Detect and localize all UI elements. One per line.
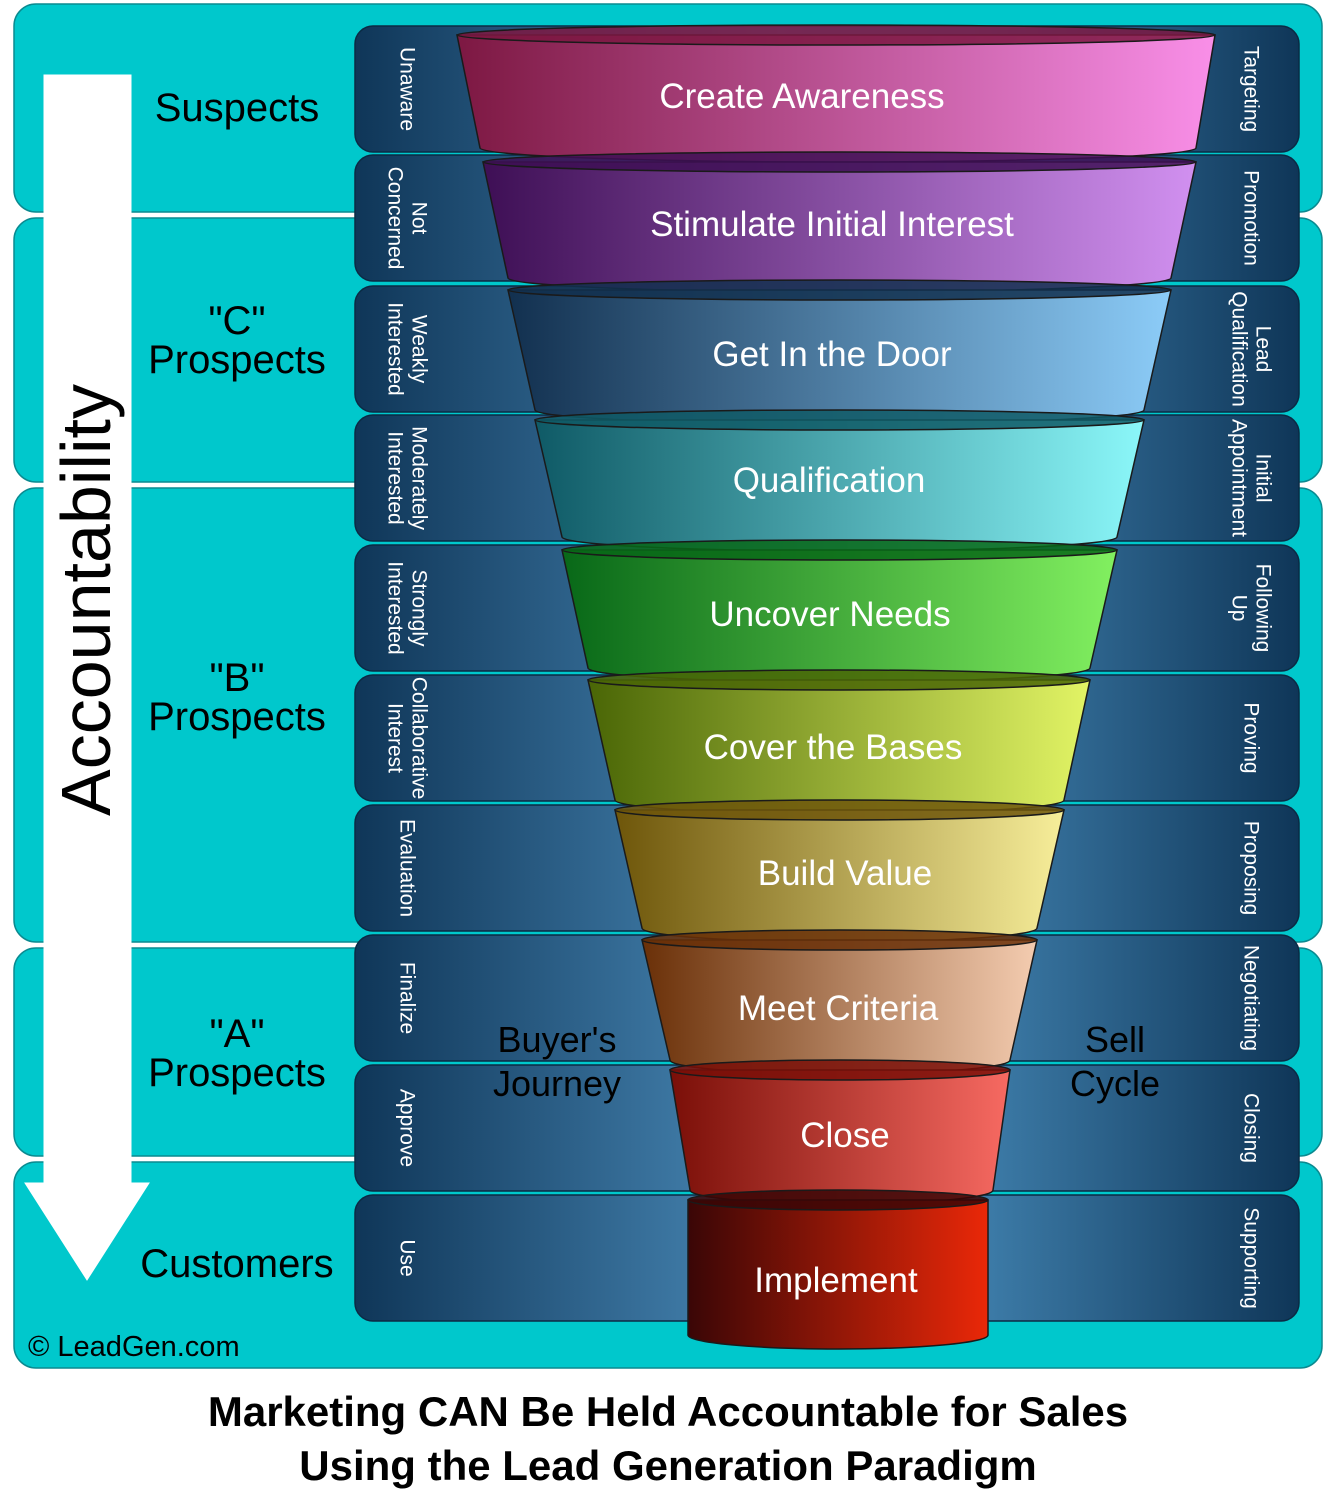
- down-arrow-icon: [24, 74, 150, 1281]
- sell-activity-label: Negotiating: [1240, 945, 1263, 1051]
- stage-name: Meet Criteria: [738, 989, 939, 1028]
- sell-activity-label: Up: [1228, 595, 1251, 622]
- group-label: Prospects: [148, 338, 326, 382]
- funnel-segment-rim: [507, 279, 1172, 301]
- sell-activity-label: Proving: [1240, 702, 1263, 773]
- sell-activity-label: Promotion: [1240, 170, 1263, 266]
- stage-name: Uncover Needs: [709, 595, 950, 634]
- buyer-state-label: Moderately: [408, 426, 431, 530]
- stage-name: Create Awareness: [659, 77, 944, 116]
- buyer-state-label: Interested: [384, 561, 407, 654]
- group-label: "A": [209, 1012, 264, 1056]
- buyer-state-label: Weakly: [408, 315, 431, 384]
- group-label: "C": [208, 299, 265, 343]
- stage-name: Implement: [754, 1261, 918, 1300]
- sell-activity-label: Qualification: [1228, 291, 1251, 407]
- accountability-label: Accountability: [47, 384, 125, 816]
- buyer-state-label: Finalize: [396, 962, 419, 1034]
- buyers-journey-line1: Buyer's: [498, 1019, 617, 1060]
- funnel-segment-rim: [456, 24, 1216, 46]
- funnel-segment-rim: [614, 799, 1065, 821]
- sell-activity-label: Proposing: [1240, 821, 1263, 916]
- stage-name: Get In the Door: [712, 335, 952, 374]
- funnel-segment-rim: [669, 1059, 1011, 1081]
- buyer-state-label: Use: [396, 1239, 419, 1276]
- buyer-state-label: Not: [408, 202, 431, 235]
- sell-activity-label: Appointment: [1228, 419, 1251, 537]
- buyer-state-label: Interested: [384, 302, 407, 395]
- sell-activity-label: Closing: [1240, 1093, 1263, 1163]
- buyer-state-label: Collaborative: [408, 677, 431, 800]
- buyer-state-label: Approve: [396, 1089, 419, 1167]
- group-labels: Suspects"C"Prospects"B"Prospects"A"Prosp…: [140, 86, 333, 1286]
- caption-line1: Marketing CAN Be Held Accountable for Sa…: [208, 1388, 1128, 1435]
- buyer-state-label: Strongly: [408, 569, 431, 647]
- sell-activity-label: Initial: [1252, 453, 1275, 502]
- sell-activity-label: Supporting: [1240, 1207, 1263, 1309]
- stage-name: Cover the Bases: [704, 728, 963, 767]
- sell-activity-label: Following: [1252, 564, 1275, 653]
- funnel-segment-rim: [534, 409, 1145, 431]
- buyers-journey-label: Buyer's Journey: [493, 1019, 621, 1104]
- funnel-segment-rim: [482, 151, 1197, 173]
- buyer-state-label: Unaware: [396, 47, 419, 131]
- stage-name: Stimulate Initial Interest: [650, 205, 1014, 244]
- funnel-segment: [687, 1199, 989, 1350]
- stage-name: Close: [800, 1116, 889, 1155]
- caption-line2: Using the Lead Generation Paradigm: [299, 1442, 1036, 1489]
- funnel-segment-rim: [687, 1189, 989, 1211]
- buyers-journey-line2: Journey: [493, 1063, 621, 1104]
- group-label: Prospects: [148, 1051, 326, 1095]
- group-label: Prospects: [148, 695, 326, 739]
- sell-cycle-line2: Cycle: [1070, 1063, 1160, 1104]
- sell-cycle-label: Sell Cycle: [1070, 1019, 1160, 1104]
- sell-activity-label: Lead: [1252, 326, 1275, 373]
- sell-activity-label: Targeting: [1240, 46, 1263, 132]
- buyer-state-label: Interested: [384, 431, 407, 524]
- group-label: Suspects: [155, 86, 320, 130]
- stage-name: Build Value: [758, 854, 932, 893]
- stage-name: Qualification: [733, 461, 926, 500]
- buyer-state-label: Evaluation: [396, 819, 419, 917]
- sell-cycle-line1: Sell: [1085, 1019, 1145, 1060]
- copyright-text: © LeadGen.com: [28, 1331, 240, 1363]
- buyer-state-label: Concerned: [384, 167, 407, 270]
- funnel: [456, 24, 1216, 1350]
- funnel-segment-rim: [561, 539, 1118, 561]
- accountability-arrow: Accountability: [24, 74, 150, 1281]
- group-label: "B": [209, 656, 264, 700]
- funnel-segment-rim: [641, 929, 1038, 951]
- funnel-segment-rim: [587, 669, 1091, 691]
- group-label: Customers: [140, 1242, 333, 1286]
- buyer-state-label: Interest: [384, 703, 407, 773]
